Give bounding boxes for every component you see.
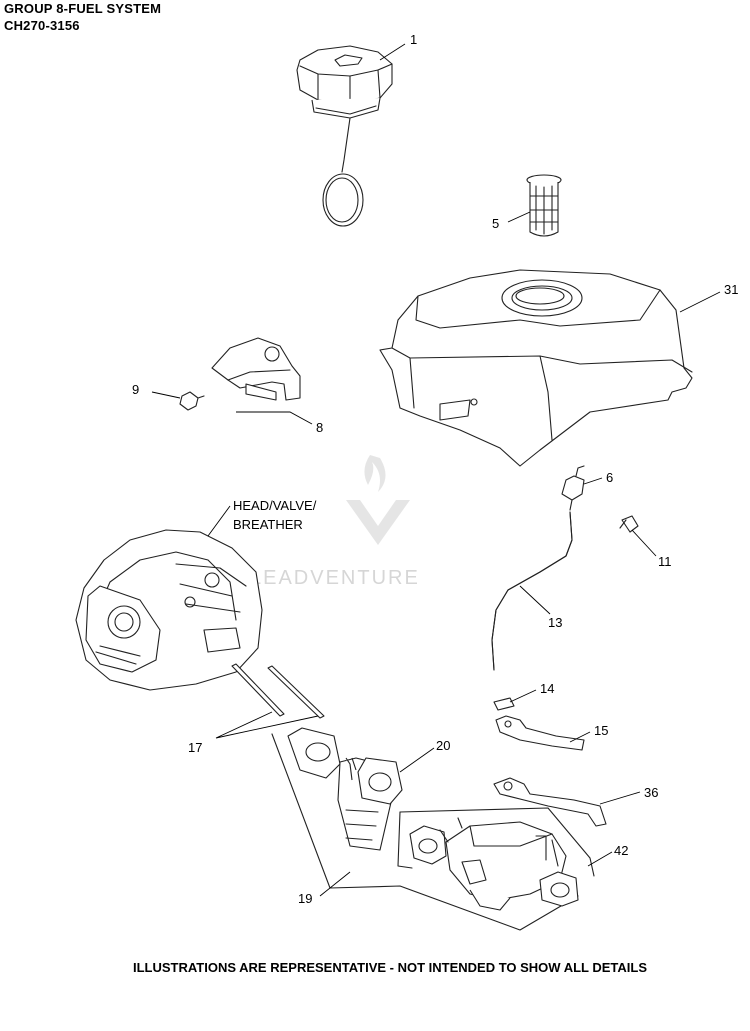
- cylinder-head-assembly[interactable]: [75, 529, 263, 691]
- leader-lines: [151, 43, 721, 897]
- callout-5: 5: [492, 216, 499, 231]
- callout-36: 36: [644, 785, 658, 800]
- callout-42: 42: [614, 843, 628, 858]
- callout-19: 19: [298, 891, 312, 906]
- model-number: CH270-3156: [4, 18, 80, 33]
- assembly-label-line2: BREATHER: [233, 517, 303, 532]
- callout-9: 9: [132, 382, 139, 397]
- carburetor-assembly-part[interactable]: [397, 807, 595, 911]
- mounting-bracket-part[interactable]: [211, 337, 301, 401]
- fuel-cap-part[interactable]: [296, 45, 393, 227]
- diagram-title: GROUP 8-FUEL SYSTEM: [4, 1, 162, 16]
- callout-1: 1: [410, 32, 417, 47]
- callout-11: 11: [658, 554, 672, 569]
- watermark-logo-icon: [346, 455, 410, 545]
- throttle-lever-part[interactable]: [495, 715, 585, 751]
- choke-lever-part[interactable]: [493, 777, 607, 827]
- assembly-label-line1: HEAD/VALVE/: [233, 498, 317, 513]
- fuel-tank-part[interactable]: [379, 269, 693, 467]
- callout-17: 17: [188, 740, 202, 755]
- callout-15: 15: [594, 723, 608, 738]
- carburetor-gasket-part[interactable]: [357, 757, 403, 805]
- bolt-part[interactable]: [179, 391, 205, 411]
- hose-clamp-part[interactable]: [619, 515, 639, 533]
- callout-13: 13: [548, 615, 562, 630]
- callout-31: 31: [724, 282, 738, 297]
- fuel-line-part[interactable]: [491, 511, 573, 671]
- fuel-strainer-part[interactable]: [526, 174, 562, 237]
- footer-note: ILLUSTRATIONS ARE REPRESENTATIVE - NOT I…: [133, 960, 647, 975]
- callout-8: 8: [316, 420, 323, 435]
- callout-labels: 1 5 31 9 8 6 11 13 14 15 17 20 36 42 19 …: [132, 32, 738, 906]
- stud-bolts-part[interactable]: [231, 663, 325, 719]
- callout-6: 6: [606, 470, 613, 485]
- line-clip-part[interactable]: [493, 697, 515, 711]
- callout-20: 20: [436, 738, 450, 753]
- callout-14: 14: [540, 681, 554, 696]
- watermark-text: LEADVENTURE: [250, 567, 420, 589]
- fuel-valve-part[interactable]: [561, 465, 585, 511]
